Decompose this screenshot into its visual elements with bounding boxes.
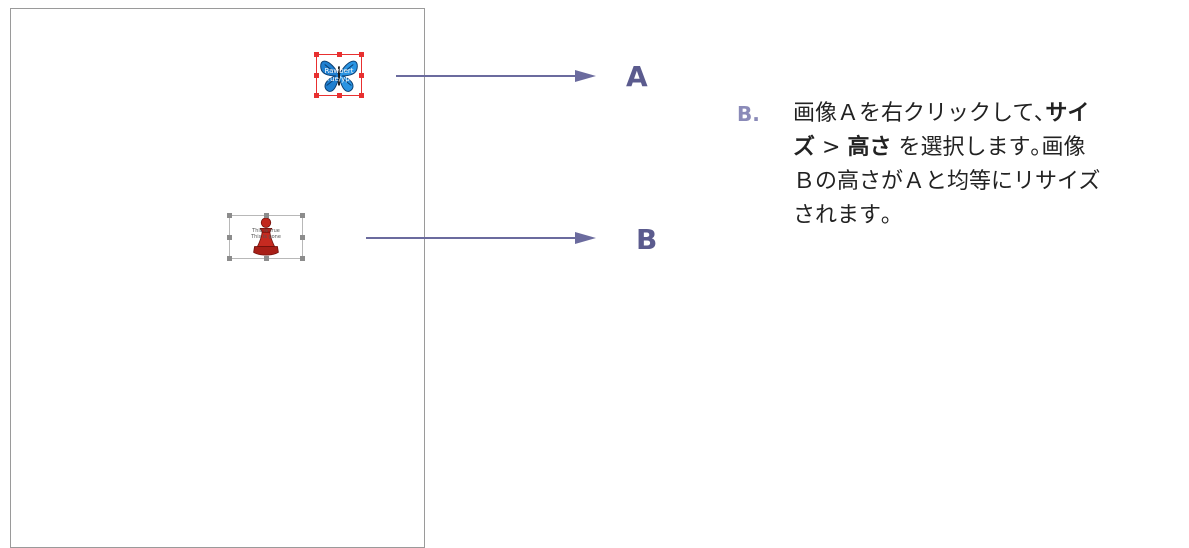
instruction-size-menu-part2: ズ (793, 135, 816, 160)
resize-handle[interactable] (227, 256, 232, 261)
butterfly-icon (320, 60, 358, 92)
arrow-a-head (575, 70, 596, 82)
resize-handle[interactable] (337, 52, 342, 57)
resize-handle[interactable] (300, 256, 305, 261)
resize-handle[interactable] (337, 93, 342, 98)
resize-handle[interactable] (227, 235, 232, 240)
arrow-b-head (575, 232, 596, 244)
instruction-line-4: されます｡ (793, 203, 893, 228)
image-a-butterfly[interactable]: Rawbert True/ype (314, 52, 364, 98)
step-marker: B. (737, 102, 760, 126)
resize-handle[interactable] (359, 93, 364, 98)
image-b-overlay-text: This is true This is gone (251, 228, 281, 240)
document-page (10, 8, 425, 548)
label-a: A (626, 60, 648, 93)
instruction-text: 画像Ａを右クリックして､サイ ズ > 高さ を選択します｡画像 Ｂの高さがＡと均… (737, 97, 1182, 233)
resize-handle[interactable] (359, 73, 364, 78)
instruction-size-menu-part: サイ (1045, 101, 1090, 126)
instruction-height-menu: 高さ (847, 135, 892, 160)
resize-handle[interactable] (300, 235, 305, 240)
label-b: B (636, 223, 658, 256)
instruction-line-3: Ｂの高さがＡと均等にリサイズ (793, 169, 1101, 194)
instruction-separator: > (815, 135, 848, 160)
resize-handle[interactable] (314, 73, 319, 78)
resize-handle[interactable] (314, 52, 319, 57)
image-a-overlay-text: Rawbert True/ype (323, 67, 355, 83)
resize-handle[interactable] (359, 52, 364, 57)
resize-handle[interactable] (314, 93, 319, 98)
instruction-line-1-text: 画像Ａを右クリックして､ (793, 101, 1046, 126)
instruction-line-2: ズ > 高さ を選択します｡画像 (737, 131, 1182, 165)
resize-handle[interactable] (300, 213, 305, 218)
instruction-line-1: 画像Ａを右クリックして､サイ (737, 97, 1182, 131)
resize-handle[interactable] (264, 213, 269, 218)
instruction-line-2-text: を選択します｡画像 (891, 135, 1086, 160)
pawn-icon (253, 217, 279, 256)
resize-handle[interactable] (227, 213, 232, 218)
resize-handle[interactable] (264, 256, 269, 261)
image-b-pawn[interactable]: This is true This is gone (227, 213, 305, 261)
